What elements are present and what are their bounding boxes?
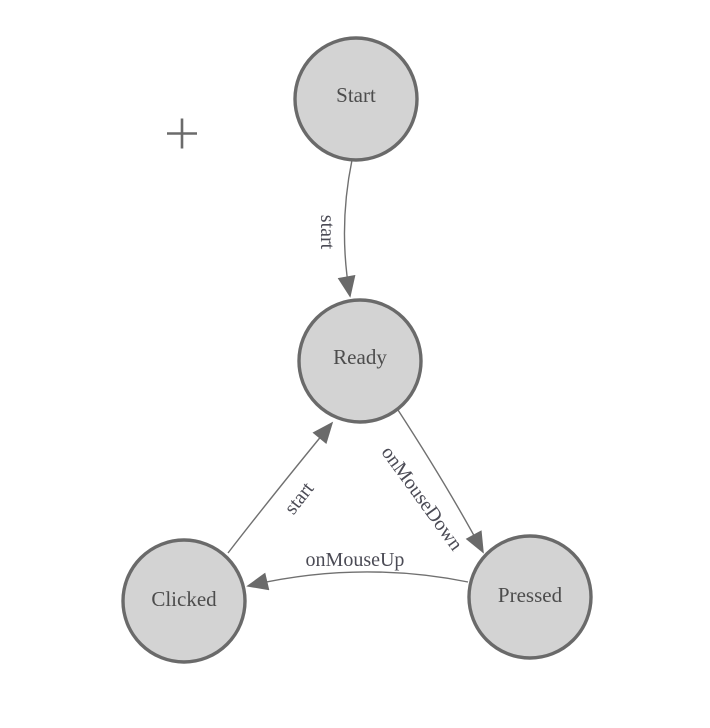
edge-ready-to-pressed-path[interactable] bbox=[397, 409, 484, 554]
edge-label-start-to-ready[interactable]: start bbox=[316, 215, 338, 250]
state-node-start[interactable]: Start bbox=[293, 36, 419, 162]
state-node-pressed[interactable]: Pressed bbox=[467, 534, 593, 660]
crosshair-icon bbox=[167, 118, 197, 149]
state-circle-clicked[interactable] bbox=[121, 538, 247, 664]
edge-ready-to-pressed[interactable]: onMouseDown bbox=[377, 409, 484, 555]
state-label-start: Start bbox=[336, 83, 376, 107]
edge-label-clicked-to-ready[interactable]: start bbox=[280, 478, 319, 519]
edge-start-to-ready-path[interactable] bbox=[337, 159, 356, 298]
edge-clicked-to-ready-path[interactable] bbox=[227, 421, 334, 554]
state-label-clicked: Clicked bbox=[151, 587, 217, 611]
edge-label-pressed-to-clicked[interactable]: onMouseUp bbox=[306, 549, 405, 571]
state-circle-pressed[interactable] bbox=[467, 534, 593, 660]
state-node-ready[interactable]: Ready bbox=[297, 298, 423, 424]
edge-pressed-to-clicked-path[interactable] bbox=[246, 571, 469, 591]
state-circle-start[interactable] bbox=[293, 36, 419, 162]
edge-pressed-to-clicked[interactable]: onMouseUp bbox=[246, 549, 469, 591]
edge-start-to-ready[interactable]: start bbox=[316, 159, 356, 298]
state-label-ready: Ready bbox=[333, 345, 387, 369]
state-circle-ready[interactable] bbox=[297, 298, 423, 424]
state-node-clicked[interactable]: Clicked bbox=[121, 538, 247, 664]
edge-clicked-to-ready[interactable]: start bbox=[227, 421, 334, 554]
state-label-pressed: Pressed bbox=[498, 583, 563, 607]
